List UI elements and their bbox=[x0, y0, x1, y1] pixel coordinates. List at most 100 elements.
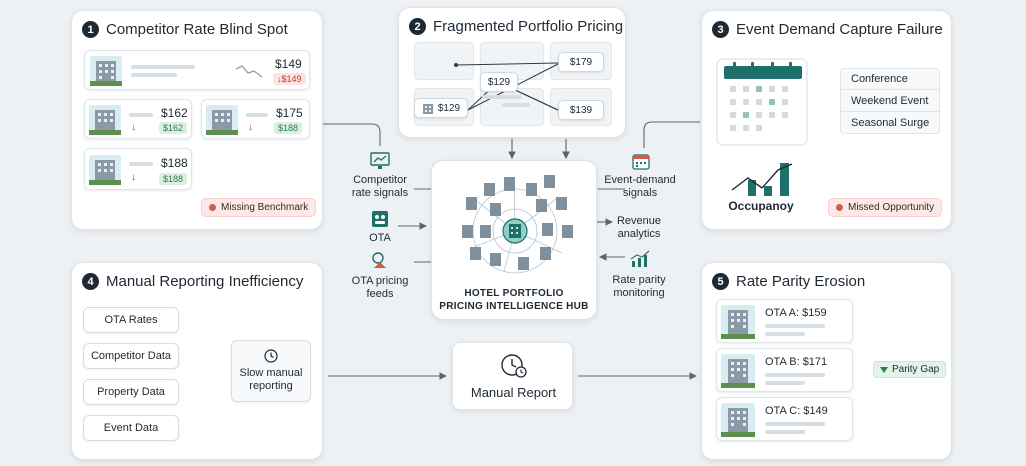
panel3-title: Event Demand Capture Failure bbox=[736, 21, 943, 38]
source-competitor-data: Competitor Data bbox=[83, 343, 179, 369]
price-node-c: $179 bbox=[558, 52, 604, 72]
price-node-a: $129 bbox=[414, 98, 468, 118]
trend-line-icon bbox=[235, 65, 263, 78]
ota-card-a: OTA A: $159 bbox=[716, 299, 853, 343]
wire-panel1-signals bbox=[322, 123, 381, 146]
output-revenue-analytics: Revenue analytics bbox=[616, 215, 662, 240]
input-rate-parity-monitoring: Rate parity monitoring bbox=[612, 274, 666, 299]
competitor-price: $188 bbox=[161, 156, 188, 170]
clock-report-icon bbox=[501, 354, 527, 378]
price-node-b: $129 bbox=[480, 72, 518, 92]
caret-down-icon bbox=[880, 366, 888, 373]
hotel-building-icon bbox=[89, 105, 121, 135]
hotel-building-icon bbox=[721, 403, 755, 437]
panel2-header: 2 Fragmented Portfolio Pricing bbox=[409, 18, 623, 35]
event-seasonal-surge: Seasonal Surge bbox=[840, 112, 940, 134]
ota-price: OTA B: $171 bbox=[765, 356, 828, 368]
badge-label: Missing Benchmark bbox=[221, 202, 309, 213]
input-ota-pricing-feeds: OTA pricing feeds bbox=[351, 275, 409, 300]
hotel-building-icon bbox=[721, 354, 755, 388]
input-event-demand-signals: Event-demand signals bbox=[604, 174, 676, 199]
source-ota-rates: OTA Rates bbox=[83, 307, 179, 333]
missing-benchmark-badge: Missing Benchmark bbox=[201, 198, 317, 217]
placeholder-bar bbox=[765, 422, 825, 426]
placeholder-bar bbox=[765, 332, 805, 336]
hotel-network-graphic bbox=[462, 175, 573, 274]
competitor-price: $175 bbox=[276, 106, 303, 120]
panel4-number: 4 bbox=[82, 273, 99, 290]
down-arrow-icon: ↓ bbox=[248, 122, 253, 133]
placeholder-bar bbox=[765, 381, 805, 385]
source-property-data: Property Data bbox=[83, 379, 179, 405]
alert-dot-icon bbox=[836, 204, 843, 211]
panel5-header: 5 Rate Parity Erosion bbox=[712, 273, 865, 290]
event-calendar-icon bbox=[632, 154, 650, 170]
hotel-building-icon bbox=[206, 105, 238, 135]
price-delta: $188 bbox=[159, 173, 188, 185]
price-node-d: $139 bbox=[558, 100, 604, 120]
placeholder-tile bbox=[414, 42, 474, 80]
competitor-price: $149 bbox=[275, 57, 302, 71]
price-delta: ↓$149 bbox=[273, 73, 306, 85]
ota-card-b: OTA B: $171 bbox=[716, 348, 853, 392]
ota-price: OTA A: $159 bbox=[765, 307, 827, 319]
calendar-icon bbox=[716, 58, 808, 146]
panel5-title: Rate Parity Erosion bbox=[736, 273, 866, 290]
rate-parity-chart-icon bbox=[630, 250, 650, 267]
placeholder-bar bbox=[129, 162, 153, 166]
down-arrow-icon: ↓ bbox=[131, 122, 136, 133]
manual-report-box: Manual Report bbox=[452, 342, 573, 410]
competitor-card-3: ↓ $175 $188 bbox=[201, 99, 310, 139]
node-price: $179 bbox=[569, 56, 593, 68]
missed-opportunity-badge: Missed Opportunity bbox=[828, 198, 943, 217]
source-event-data: Event Data bbox=[83, 415, 179, 441]
panel4-header: 4 Manual Reporting Inefficiency bbox=[82, 273, 303, 290]
panel1-title: Competitor Rate Blind Spot bbox=[106, 21, 288, 38]
pricing-intelligence-hub: HOTEL PORTFOLIO PRICING INTELLIGENCE HUB bbox=[431, 160, 597, 320]
alert-dot-icon bbox=[209, 204, 216, 211]
hub-title-line1: HOTEL PORTFOLIO bbox=[464, 288, 564, 299]
parity-gap-badge: Parity Gap bbox=[873, 361, 947, 378]
event-weekend: Weekend Event bbox=[840, 90, 940, 112]
panel1-header: 1 Competitor Rate Blind Spot bbox=[82, 21, 288, 38]
ota-price: OTA C: $149 bbox=[765, 405, 828, 417]
wire-panel3-signals bbox=[643, 121, 700, 148]
pricing-feed-icon bbox=[372, 252, 386, 268]
ota-card-c: OTA C: $149 bbox=[716, 397, 853, 441]
slow-manual-reporting-box: Slow manual reporting bbox=[231, 340, 311, 402]
panel5-number: 5 bbox=[712, 273, 729, 290]
parity-gap-label: Parity Gap bbox=[892, 364, 940, 375]
competitor-card-2: ↓ $162 $162 bbox=[84, 99, 192, 139]
node-price: $129 bbox=[487, 76, 511, 88]
placeholder-bar bbox=[129, 113, 153, 117]
process-label: Slow manual reporting bbox=[239, 367, 303, 392]
hub-title-line2: PRICING INTELLIGENCE HUB bbox=[439, 301, 589, 312]
input-ota: OTA bbox=[369, 232, 391, 244]
panel1-number: 1 bbox=[82, 21, 99, 38]
hotel-building-icon bbox=[89, 155, 121, 185]
competitor-card-1: $149 ↓$149 bbox=[84, 50, 310, 90]
node-price: $139 bbox=[569, 104, 593, 116]
panel3-header: 3 Event Demand Capture Failure bbox=[712, 21, 943, 38]
placeholder-bar bbox=[246, 113, 268, 117]
hotel-building-icon bbox=[90, 56, 122, 86]
panel2-title: Fragmented Portfolio Pricing bbox=[433, 18, 624, 35]
input-competitor-rate-signals: Competitor rate signals bbox=[351, 174, 409, 199]
clock-icon bbox=[264, 349, 278, 363]
panel4-title: Manual Reporting Inefficiency bbox=[106, 273, 304, 290]
manual-report-label: Manual Report bbox=[470, 385, 557, 400]
placeholder-bar bbox=[131, 73, 177, 77]
price-delta: $162 bbox=[159, 122, 188, 134]
event-conference: Conference bbox=[840, 68, 940, 90]
chart-monitor-icon bbox=[370, 152, 390, 169]
panel2-number: 2 bbox=[409, 18, 426, 35]
occupancy-label: Occupanoy bbox=[728, 199, 794, 213]
ota-network-icon bbox=[372, 211, 388, 227]
node-price: $129 bbox=[437, 102, 461, 114]
placeholder-bar bbox=[765, 324, 825, 328]
panel3-number: 3 bbox=[712, 21, 729, 38]
hotel-building-icon bbox=[721, 305, 755, 339]
occupancy-chart-icon bbox=[731, 163, 793, 196]
price-delta: $188 bbox=[274, 122, 303, 134]
placeholder-bar bbox=[131, 65, 195, 69]
